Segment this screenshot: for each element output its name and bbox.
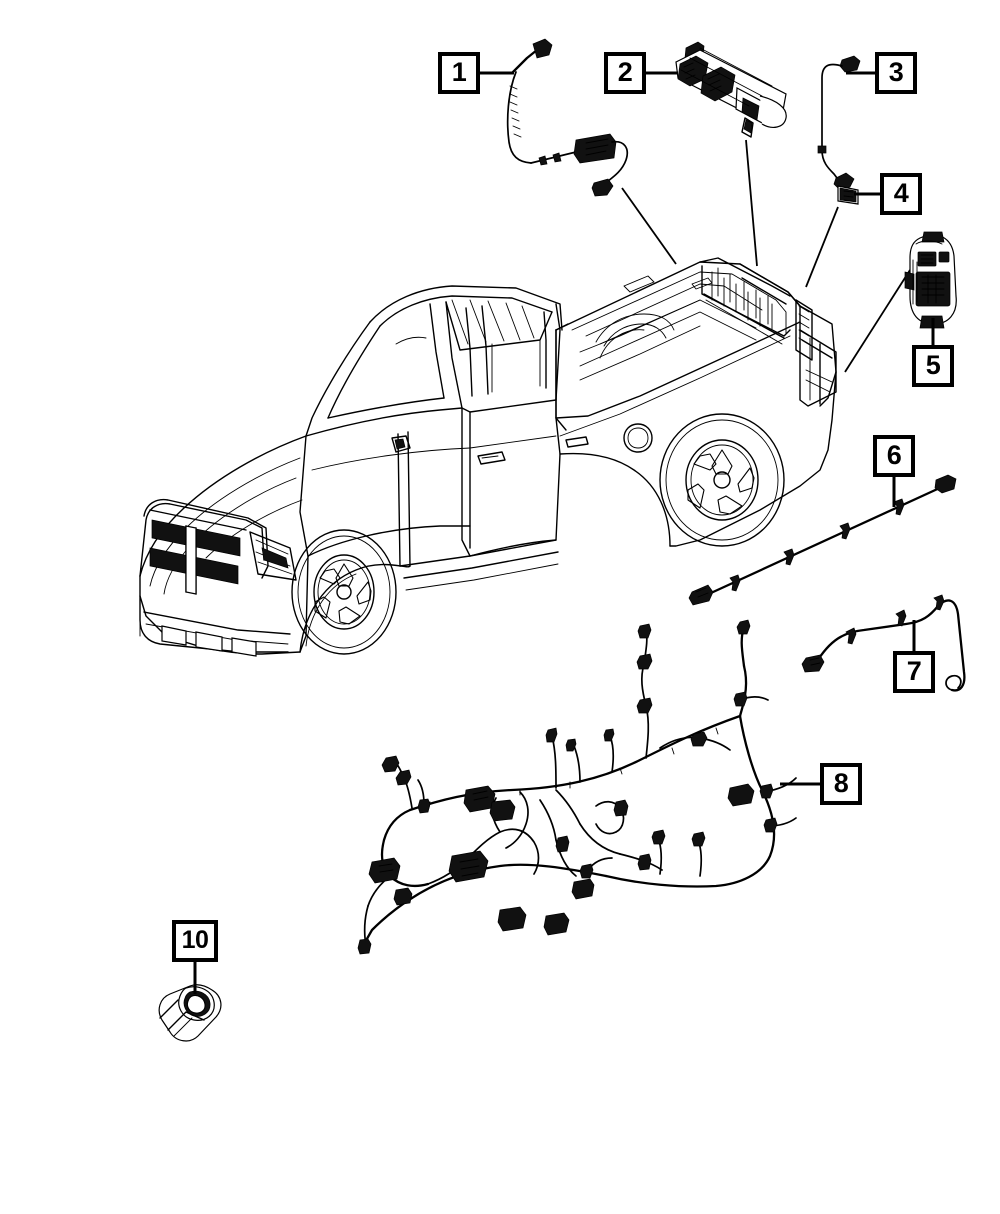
callout-10[interactable]: 10 <box>172 920 218 962</box>
callout-3-number: 3 <box>888 56 904 87</box>
part-2-bed-rail-module <box>675 41 787 138</box>
callout-2-number: 2 <box>617 56 633 87</box>
callout-3[interactable]: 3 <box>875 52 917 94</box>
callout-6[interactable]: 6 <box>873 435 915 477</box>
callout-7-number: 7 <box>906 655 922 686</box>
callout-1-number: 1 <box>451 56 467 87</box>
truck-rear-wheel <box>659 413 785 547</box>
pickup-truck-illustration <box>139 257 837 657</box>
callout-1[interactable]: 1 <box>438 52 480 94</box>
part-5-power-outlet-module <box>904 231 957 329</box>
leader-lines <box>621 139 911 373</box>
callout-8[interactable]: 8 <box>820 763 862 805</box>
callout-8-number: 8 <box>833 767 849 798</box>
truck-cab <box>299 285 589 591</box>
part-4-connector-pigtail <box>833 172 859 205</box>
callout-5-number: 5 <box>925 349 941 380</box>
truck-front-wheel <box>291 529 397 655</box>
callout-4-number: 4 <box>893 177 909 208</box>
part-6-bed-lamp-harness <box>688 474 957 606</box>
part-7-rear-bed-harness <box>801 594 966 692</box>
callout-6-number: 6 <box>886 439 902 470</box>
truck-cargo-bed <box>555 257 837 431</box>
callout-5[interactable]: 5 <box>912 345 954 387</box>
callout-4[interactable]: 4 <box>880 173 922 215</box>
truck-bed-side-panel <box>555 321 837 547</box>
truck-hood-front <box>139 435 411 657</box>
callout-10-number: 10 <box>181 925 209 954</box>
callout-7[interactable]: 7 <box>893 651 935 693</box>
part-3-lamp-wiring-pigtail <box>817 55 861 183</box>
callout-2[interactable]: 2 <box>604 52 646 94</box>
part-1-jumper-wiring-harness <box>506 38 629 197</box>
part-8-body-wiring-harness <box>357 619 797 955</box>
part-10-grommet-plug <box>158 984 222 1042</box>
